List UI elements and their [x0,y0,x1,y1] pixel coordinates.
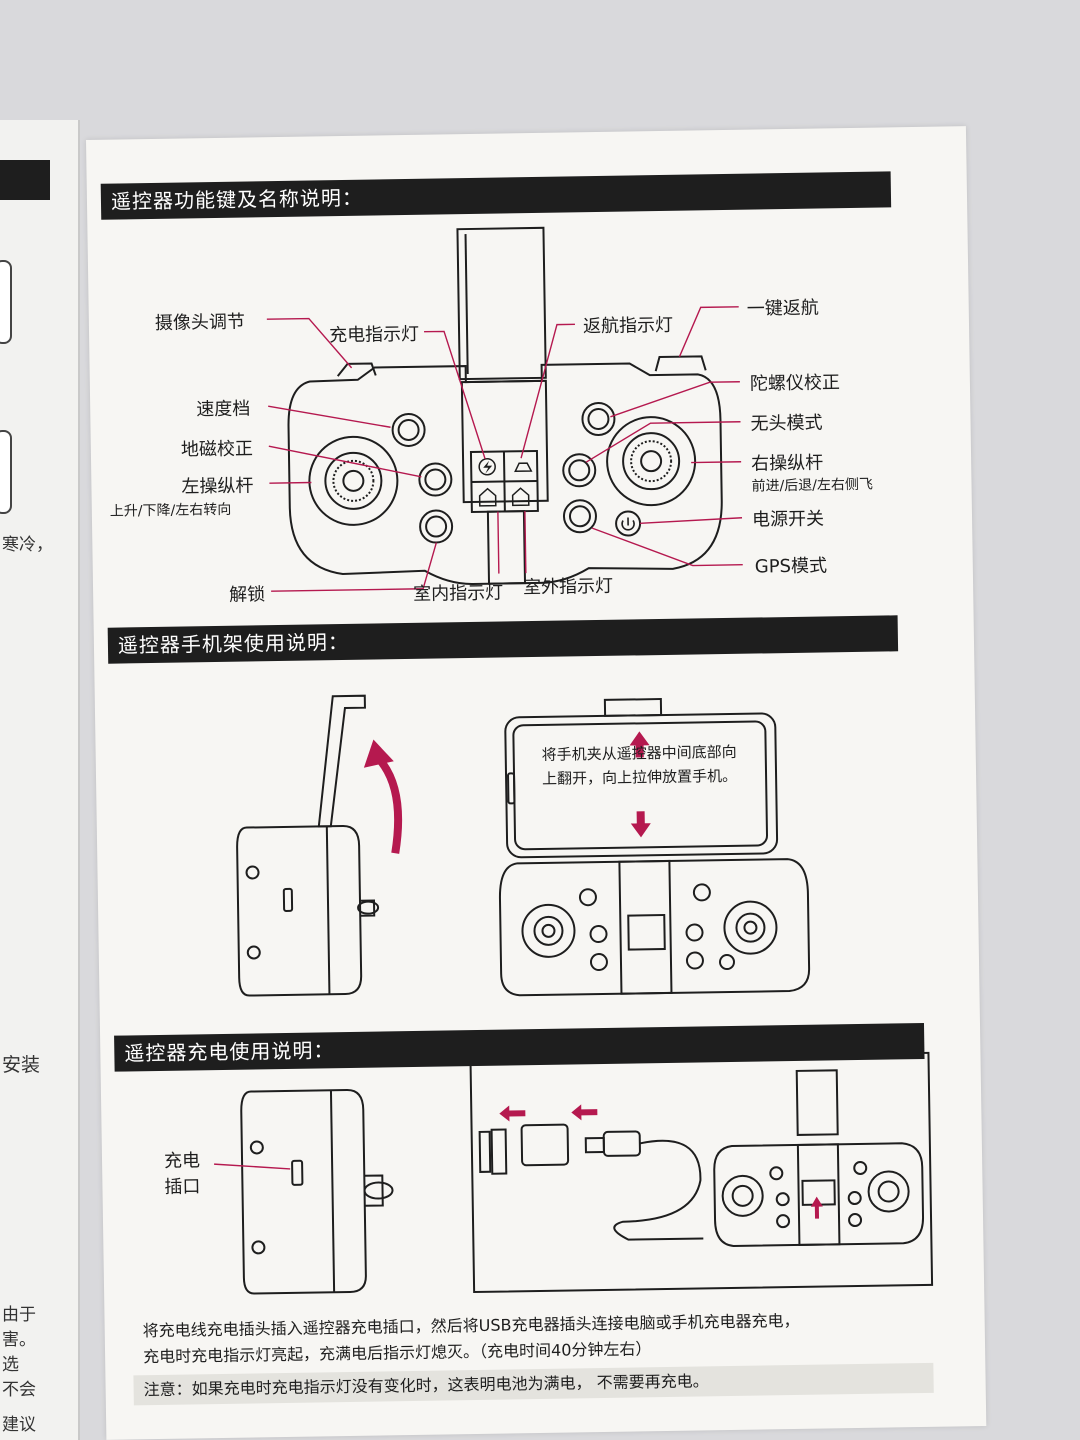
label-gyro-calibration: 陀螺仪校正 [749,372,841,395]
side-fragment: 不会 [2,1380,36,1400]
charging-note: 注意：如果充电时充电指示灯没有变化时，这表明电池为满电， 不需要再充电。 [133,1362,934,1406]
flip-arrow-icon [372,752,403,854]
label-right-stick: 右操纵杆 [751,452,824,475]
controller-diagram [266,226,743,592]
left-stick [308,435,399,526]
label-indoor-indicator: 室内指示灯 [413,582,504,605]
section-title-phone-holder: 遥控器手机架使用说明： [107,615,899,664]
side-charging-view [240,1089,367,1295]
label-left-stick: 左操纵杆 [181,475,254,498]
tip-line-2: 上翻开，向上拉伸放置手机。 [541,766,738,788]
controller-body [287,362,723,585]
side-controller-view [236,825,363,997]
label-compass-calibration: 地磁校正 [180,438,254,461]
return-shoulder-button [654,355,707,372]
manual-page: 遥控器功能键及名称说明： [86,126,987,1440]
right-stick [606,416,697,507]
camera-wheel [336,362,377,377]
power-button [615,510,642,537]
phone-holder-tip: 将手机夹从遥控器中间底部向 上翻开，向上拉伸放置手机。 [542,740,738,791]
stretch-arrows-icon [629,731,651,838]
usb-plug [602,1130,641,1157]
side-fragment: 由于 [2,1305,36,1325]
label-headless-mode: 无头模式 [750,412,823,435]
charging-frame [469,1051,934,1294]
label-charge-indicator: 充电指示灯 [328,323,420,347]
indoor-house-icon [478,487,497,507]
port-leader-line [214,1163,291,1170]
return-home-icon [514,462,533,473]
speed-button [391,412,426,447]
label-one-key-return: 一键返航 [746,297,819,320]
gps-button [562,499,597,534]
charging-diagram [214,1051,934,1295]
label-return-indicator: 返航指示灯 [582,314,674,338]
outdoor-house-icon [511,487,530,507]
background-box [0,260,12,344]
compass-button [418,462,453,497]
usb-cable [613,1139,704,1241]
charging-port [291,1159,304,1186]
label-charging-port-2: 插口 [164,1176,201,1198]
background-box [0,430,12,514]
background-header-bar [0,160,50,200]
charging-controller [713,1142,925,1247]
side-fragment: 选 [2,1355,19,1375]
front-controller-view [498,858,811,997]
label-speed-gear: 速度档 [196,398,251,421]
label-right-stick-desc: 前进/后退/左右侧飞 [751,476,874,495]
phone-holder [456,226,547,381]
background-page-edge: 寒冷， 安装 由于 害。 选 不会 建议 [0,120,80,1440]
label-left-stick-desc: 上升/下降/左右转向 [109,501,232,520]
charging-arrows-icon [499,1104,823,1219]
phone [504,712,779,859]
side-fragment: 寒冷， [2,535,53,555]
usb-adapter [520,1123,570,1167]
label-camera-adjust: 摄像头调节 [154,311,246,334]
headless-button [562,453,597,488]
label-gps-mode: GPS模式 [754,555,828,578]
lightning-icon [478,457,496,476]
label-unlock: 解锁 [229,584,266,606]
label-outdoor-indicator: 室外指示灯 [522,575,614,599]
gyro-button [581,401,616,436]
phone-holder-diagram [236,694,811,997]
label-charging-port-1: 充电 [163,1150,201,1172]
leader-lines [266,306,743,592]
tip-line-1: 将手机夹从遥控器中间底部向 [541,742,737,764]
unlock-button [419,509,454,544]
side-fragment: 害。 [2,1330,36,1350]
side-fragment: 建议 [2,1415,36,1435]
side-holder-arm [317,694,366,828]
label-power-switch: 电源开关 [751,508,825,531]
side-fragment: 安装 [2,1054,41,1076]
